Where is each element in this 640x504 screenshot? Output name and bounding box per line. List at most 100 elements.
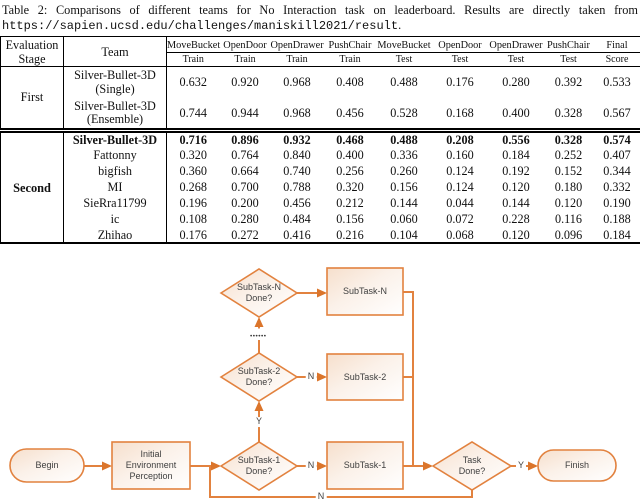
score-cell: 0.108 — [179, 212, 207, 226]
score-cell: 0.533 — [603, 75, 631, 89]
score-cell: 0.160 — [446, 148, 474, 162]
score-cell: 0.468 — [323, 128, 377, 147]
subtask1-done-diamond — [219, 441, 299, 491]
edge-subtaskNdone-subtaskN — [297, 288, 327, 298]
score-cell: 0.188 — [603, 212, 631, 226]
caption-period: . — [398, 18, 402, 32]
score-cell: 0.716 — [166, 128, 220, 147]
header-final: Final — [606, 40, 628, 51]
subtask2-done-diamond — [219, 352, 299, 402]
score-cell: 0.208 — [431, 128, 489, 147]
score-cell: 0.156 — [390, 180, 418, 194]
caption-text: Table 2: Comparisons of different teams … — [2, 3, 638, 17]
flowchart-canvas — [9, 267, 617, 498]
score-cell: 0.328 — [554, 105, 583, 120]
finish-oval — [537, 449, 617, 482]
subtaskN-box — [326, 267, 404, 316]
subtaskN-done-diamond — [219, 268, 299, 318]
edge-label-no-subtask2: N — [305, 371, 317, 382]
stage-cell: Second — [0, 128, 64, 243]
team-cell: Silver-Bullet-3D(Single) — [63, 66, 167, 99]
edge-label-yes-taskdone: Y — [515, 460, 527, 471]
score-cell: 0.360 — [179, 164, 207, 178]
score-cell: 0.152 — [554, 164, 583, 178]
score-cell: 0.328 — [543, 128, 594, 147]
score-cell: 0.392 — [554, 75, 583, 89]
score-cell: 0.944 — [231, 105, 259, 120]
header-task-movebucket-test: MoveBucket — [377, 40, 431, 51]
score-cell: 0.096 — [554, 227, 583, 242]
header-line: Stage — [18, 51, 46, 66]
flowchart-figure: Begin Initial Environment Perception Sub… — [0, 254, 640, 504]
header-split: Train — [234, 54, 256, 65]
score-cell: 0.336 — [390, 148, 418, 162]
initial-perception-box — [111, 441, 191, 490]
score-cell: 0.184 — [603, 227, 631, 242]
header-split: Train — [286, 54, 308, 65]
score-cell: 0.968 — [283, 105, 311, 120]
score-cell: 0.488 — [376, 128, 432, 147]
header-split: Test — [451, 54, 469, 65]
score-cell: 0.332 — [603, 180, 631, 194]
score-cell: 0.788 — [283, 180, 311, 194]
score-cell: 0.280 — [231, 212, 259, 226]
team-cell: Silver-Bullet-3D(Ensemble) — [63, 98, 167, 131]
score-cell: 0.896 — [219, 128, 271, 147]
score-cell: 0.068 — [446, 227, 474, 242]
score-cell: 0.260 — [390, 164, 418, 178]
header-task-opendrawer-train: OpenDrawer — [270, 40, 324, 51]
score-cell: 0.212 — [336, 196, 364, 210]
edge-label-no-taskdone: N — [315, 491, 327, 502]
header-split: Train — [182, 54, 204, 65]
score-cell: 0.320 — [179, 148, 207, 162]
score-cell: 0.190 — [603, 196, 631, 210]
score-cell: 0.456 — [283, 196, 311, 210]
header-task-opendoor-train: OpenDoor — [223, 40, 267, 51]
score-cell: 0.180 — [554, 180, 583, 194]
team-cell: bigfish — [63, 163, 167, 179]
header-split: Test — [395, 54, 413, 65]
header-task-pushchair-train: PushChair — [328, 40, 372, 51]
team-cell: MI — [63, 179, 167, 195]
score-cell: 0.168 — [446, 105, 474, 120]
score-cell: 0.176 — [179, 227, 207, 242]
edge-begin-init — [84, 461, 112, 471]
score-cell: 0.488 — [390, 75, 418, 89]
table-caption: Table 2: Comparisons of different teams … — [0, 0, 640, 36]
score-cell: 0.104 — [390, 227, 418, 242]
score-cell: 0.280 — [502, 75, 530, 89]
header-task-opendoor-test: OpenDoor — [438, 40, 482, 51]
header-task-movebucket-train: MoveBucket — [167, 40, 221, 51]
score-cell: 0.156 — [336, 212, 364, 226]
score-cell: 0.407 — [603, 148, 631, 162]
score-cell: 0.344 — [603, 164, 631, 178]
header-score: Score — [605, 54, 629, 65]
edge-subtaskN-merge — [403, 291, 414, 466]
score-cell: 0.268 — [179, 180, 207, 194]
score-cell: 0.416 — [283, 227, 311, 242]
score-cell: 0.072 — [446, 212, 474, 226]
score-cell: 0.400 — [336, 148, 364, 162]
score-cell: 0.632 — [179, 75, 207, 89]
score-cell: 0.120 — [502, 180, 530, 194]
score-cell: 0.216 — [336, 227, 364, 242]
score-cell: 0.120 — [554, 196, 583, 210]
score-cell: 0.740 — [283, 164, 311, 178]
score-cell: 0.764 — [231, 148, 259, 162]
score-cell: 0.200 — [231, 196, 259, 210]
score-cell: 0.192 — [502, 164, 530, 178]
edge-subtask1-taskdone — [403, 461, 433, 471]
repetition-ellipsis: ...... — [248, 327, 268, 340]
score-cell: 0.664 — [231, 164, 259, 178]
score-cell: 0.920 — [231, 75, 259, 89]
header-split: Test — [507, 54, 525, 65]
score-cell: 0.968 — [283, 75, 311, 89]
